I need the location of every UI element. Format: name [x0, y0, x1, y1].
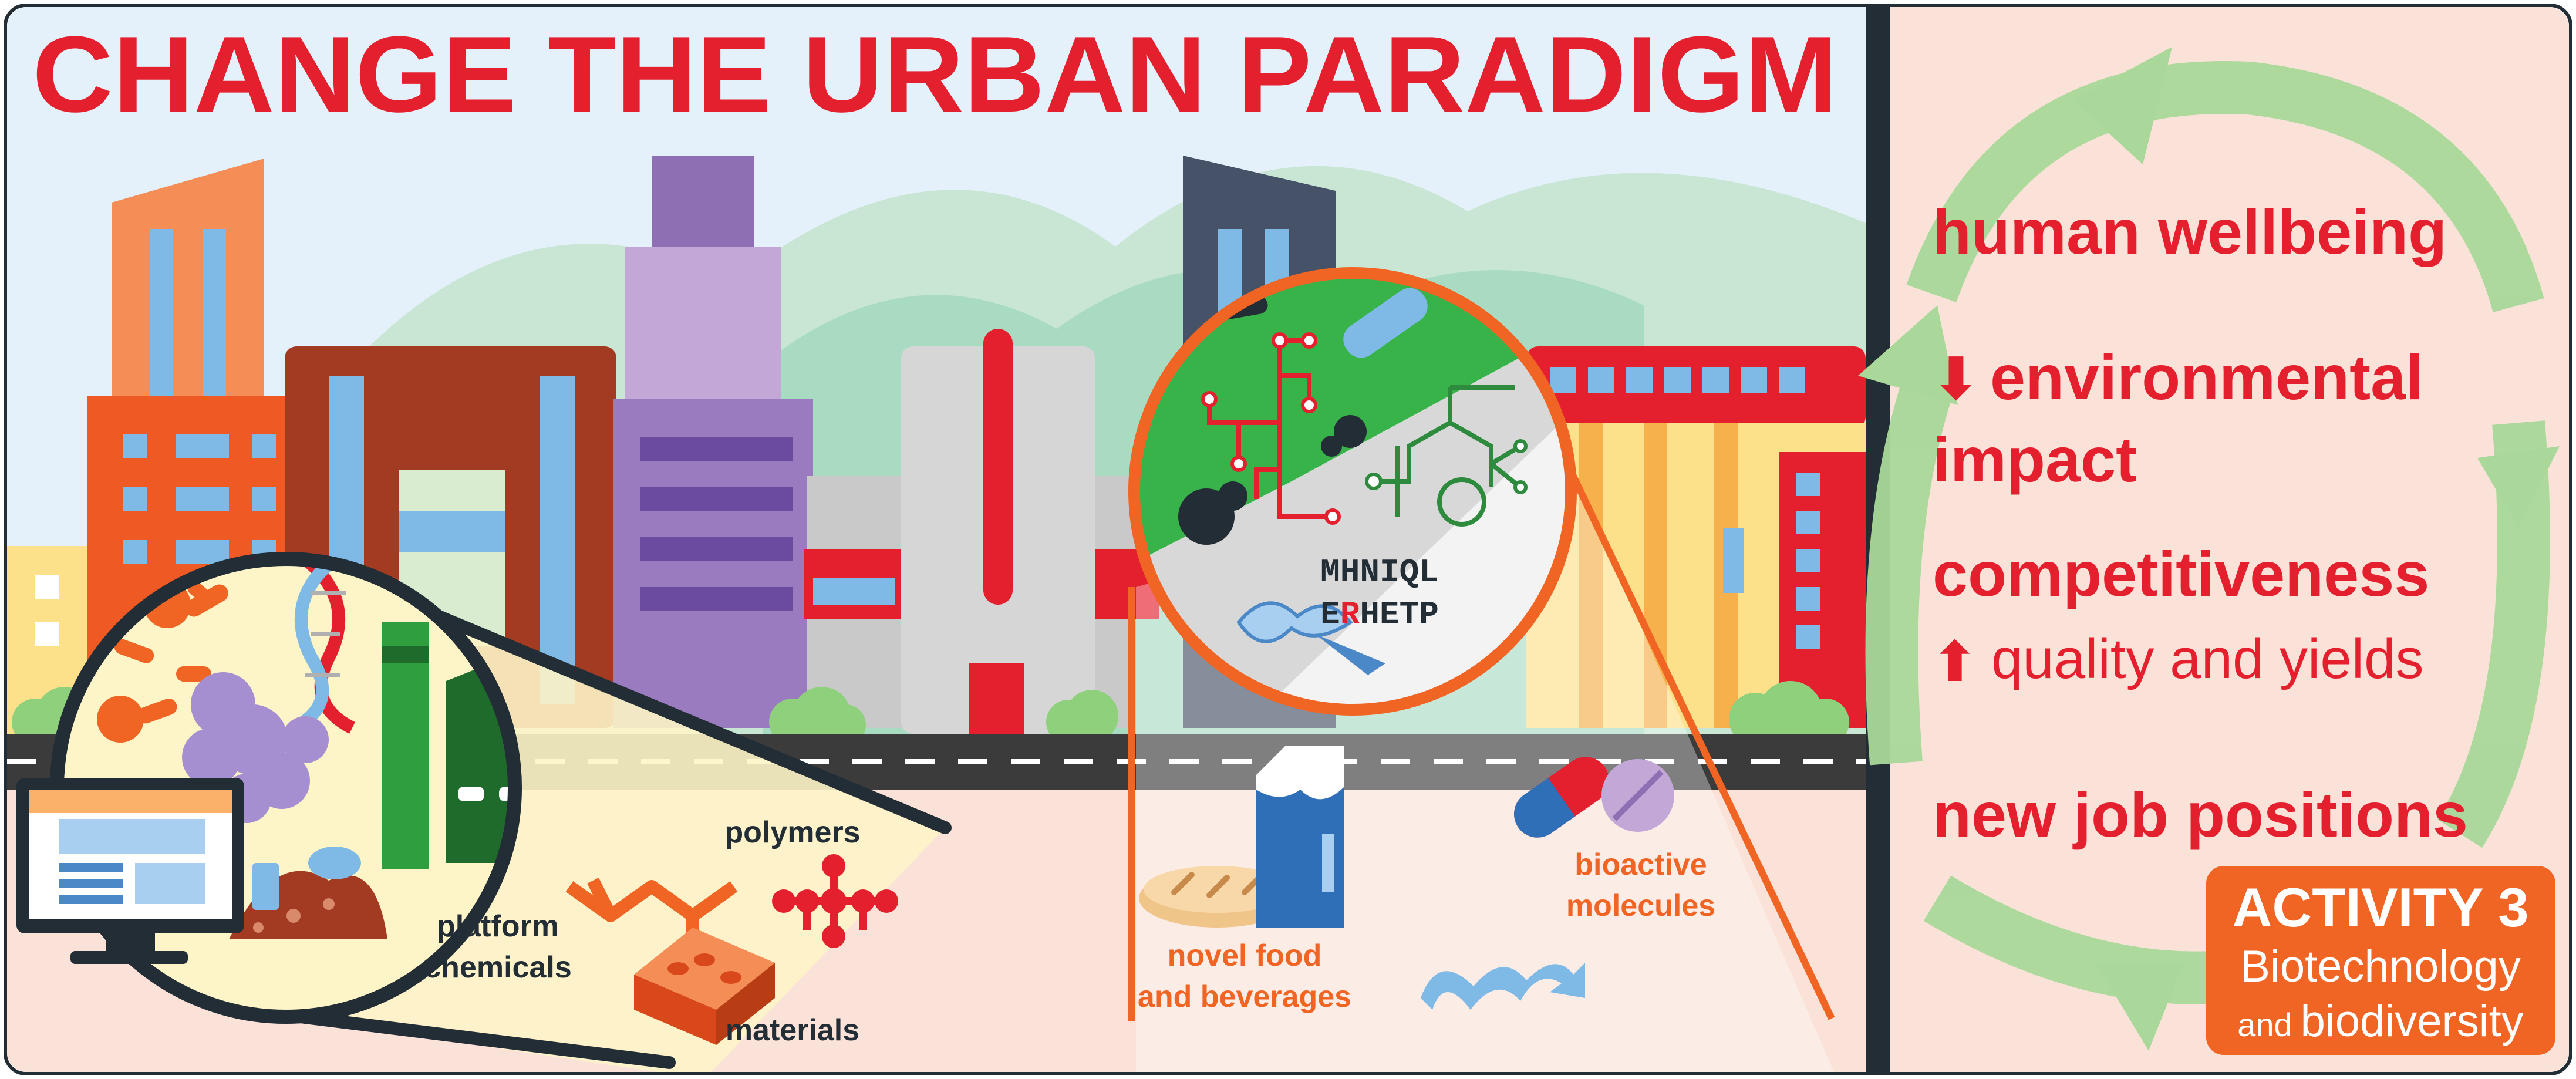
activity-heading: ACTIVITY 3 [2233, 876, 2529, 938]
bread-icon [1139, 866, 1295, 928]
materials-label: materials [726, 1013, 859, 1047]
sequence-line-1: MHNIQL [1320, 554, 1439, 591]
activity-line-1: Biotechnology [2240, 942, 2520, 992]
novel-food-label-2: and beverages [1138, 980, 1351, 1014]
benefits-panel: human wellbeing ⬇ environmental impact c… [1858, 7, 2569, 1072]
bioactive-label-2: molecules [1566, 889, 1715, 923]
polymers-label: polymers [724, 815, 860, 849]
impact-text: impact [1933, 424, 2137, 495]
platform-chemicals-label-2: chemicals [424, 950, 572, 984]
quality-text: quality and yields [1991, 628, 2423, 690]
capsule-icon [1514, 757, 1674, 838]
zoom-line-bottom [261, 1006, 676, 1069]
platform-chemicals-label-1: platform [437, 909, 559, 943]
protein-ribbon-icon [1421, 963, 1585, 1010]
polymer-molecule-icon [772, 854, 898, 948]
main-title: CHANGE THE URBAN PARADIGM [32, 14, 1837, 134]
bioactive-label-1: bioactive [1574, 848, 1707, 882]
sequence-line-2: ERHETP [1320, 596, 1439, 633]
competitiveness-text: competitiveness [1933, 538, 2429, 609]
milk-carton-icon [1256, 746, 1344, 928]
environmental-text: environmental [1990, 342, 2423, 413]
brick-icon [634, 928, 775, 1045]
chemical-molecule-icon [565, 880, 738, 922]
cell-cluster-icon [182, 672, 329, 823]
protein-zoom-circle: MHNIQL ERHETP [1128, 267, 1577, 716]
factory-icon [382, 622, 515, 869]
jobs-text: new job positions [1933, 779, 2468, 850]
compost-icon [229, 847, 387, 939]
cycle-arrowheads [1858, 47, 2560, 1051]
protein-zoom-line-right [1564, 462, 1835, 1020]
infographic-frame [4, 4, 2572, 1075]
environmental-arrow-icon: ⬇ [1931, 346, 1981, 412]
city-scene: platform chemicals polymers materials [7, 7, 1866, 1072]
computer-monitor-icon [16, 778, 244, 964]
right-buildings [1526, 346, 1866, 728]
wellbeing-text: human wellbeing [1933, 196, 2447, 267]
novel-food-label-1: novel food [1168, 939, 1322, 973]
quality-arrow-icon: ⬆ [1931, 631, 1978, 693]
